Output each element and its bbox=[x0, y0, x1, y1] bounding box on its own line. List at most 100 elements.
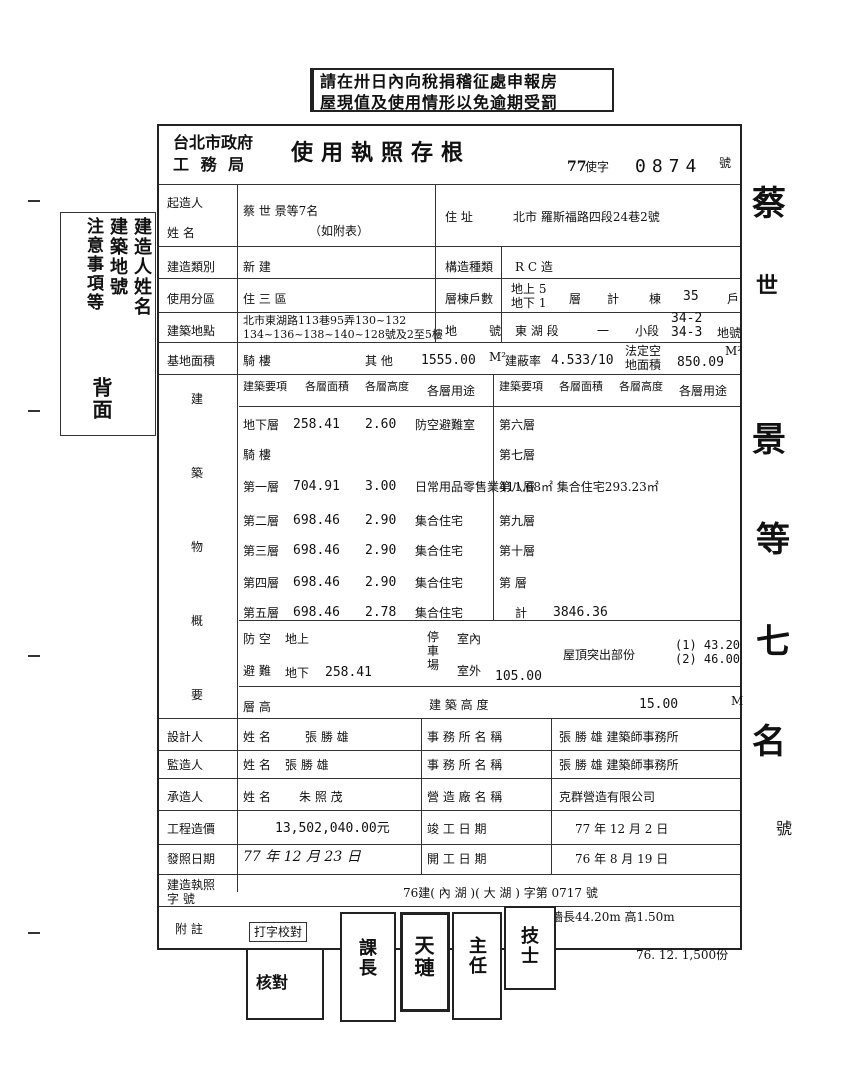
stamp-verify-text: 核對 bbox=[256, 973, 289, 992]
floor-height: 2.90 bbox=[365, 513, 397, 528]
defense-below: 地下 bbox=[285, 666, 310, 680]
designer-name: 張 勝 雄 bbox=[305, 730, 349, 744]
summary-label-4: 概 bbox=[191, 614, 204, 628]
floor-area: 698.46 bbox=[293, 543, 340, 558]
owner-name: 蔡 世 景等7名 bbox=[243, 204, 319, 218]
floors-label: 層棟戶數 bbox=[445, 292, 494, 306]
parking-outdoor-value: 105.00 bbox=[495, 669, 542, 684]
building-height-unit: M bbox=[731, 694, 744, 708]
site-label: 建築地點 bbox=[167, 324, 216, 338]
lot-2: 34-3 bbox=[671, 325, 703, 340]
margin-tick bbox=[28, 932, 40, 934]
floor-area: 698.46 bbox=[293, 605, 340, 620]
households-count: 35 bbox=[683, 289, 699, 304]
floor-name: 第四層 bbox=[243, 576, 280, 590]
floor-height: 2.78 bbox=[365, 605, 397, 620]
lot-1: 34-2 bbox=[671, 311, 703, 326]
defense-label-2: 避 難 bbox=[243, 664, 271, 678]
head-area-right: 各層面積 bbox=[559, 380, 603, 393]
margin-char-7: 號 bbox=[776, 819, 793, 838]
arcade-label: 騎 樓 bbox=[243, 354, 271, 368]
roof-value-1: (1) 43.20 bbox=[675, 638, 741, 652]
completion-label: 竣 工 日 期 bbox=[427, 822, 487, 836]
floor-area: 698.46 bbox=[293, 513, 340, 528]
summary-label-5: 要 bbox=[191, 688, 204, 702]
lot-hao: 地號 bbox=[717, 326, 742, 340]
defense-above: 地上 bbox=[285, 632, 310, 646]
floor-area: 258.41 bbox=[293, 417, 340, 432]
margin-char-5: 七 bbox=[756, 622, 790, 662]
floor-right-10: 第十層 bbox=[499, 544, 536, 558]
wall-note: 圍牆長44.20m 高1.50m bbox=[539, 910, 675, 924]
summary-label-1: 建 bbox=[191, 392, 204, 406]
other-unit: M² bbox=[489, 350, 507, 364]
floor-use: 日常用品零售業411.68㎡ 集合住宅293.23㎡ bbox=[415, 480, 659, 494]
proofread-box: 打字校對 bbox=[249, 922, 308, 942]
build-type-label: 建造類別 bbox=[167, 260, 216, 274]
supervisor-office: 張 勝 雄 建築師事務所 bbox=[559, 758, 679, 772]
owner-attached: （如附表） bbox=[309, 224, 370, 238]
other-value: 1555.00 bbox=[421, 353, 476, 368]
notice-line-2: 屋現值及使用情形以免逾期受罰 bbox=[320, 93, 559, 112]
structure-label: 構造種類 bbox=[445, 260, 494, 274]
start-label: 開 工 日 期 bbox=[427, 852, 487, 866]
stamp-name: 天璉 bbox=[400, 912, 450, 1012]
legal-space-value: 850.09 bbox=[677, 355, 724, 370]
supervisor-name: 張 勝 雄 bbox=[285, 758, 329, 772]
stamp-chief: 課長 bbox=[340, 912, 396, 1022]
floor-name: 第二層 bbox=[243, 514, 280, 528]
remarks-label: 附 註 bbox=[175, 922, 203, 936]
address-label: 住 址 bbox=[445, 210, 473, 224]
total-area: 3846.36 bbox=[553, 605, 608, 620]
head-item-right: 建築要項 bbox=[499, 380, 543, 393]
head-use-right: 各層用途 bbox=[679, 384, 728, 398]
floor-height: 2.60 bbox=[365, 417, 397, 432]
floor-right-9: 第九層 bbox=[499, 514, 536, 528]
head-height-left: 各層高度 bbox=[365, 380, 409, 393]
site-section: 東 湖 段 bbox=[515, 324, 559, 338]
floor-use: 集合住宅 bbox=[415, 514, 464, 528]
address-value: 北市 羅斯福路四段24巷2號 bbox=[513, 210, 660, 224]
base-area-label: 基地面積 bbox=[167, 354, 216, 368]
summary-label-3: 物 bbox=[191, 540, 204, 554]
cost-label: 工程造價 bbox=[167, 822, 216, 836]
org-line-2: 工 務 局 bbox=[173, 155, 248, 174]
site-address-1: 北市東湖路113巷95弄130~132 bbox=[243, 314, 407, 327]
contractor-firm-label: 營 造 廠 名 稱 bbox=[427, 790, 503, 804]
parking-3: 場 bbox=[427, 658, 440, 672]
margin-char-2: 世 bbox=[756, 273, 779, 299]
stamp-director-text: 主任 bbox=[466, 936, 487, 976]
designer-name-label: 姓 名 bbox=[243, 730, 271, 744]
stamp-director: 主任 bbox=[452, 912, 502, 1020]
contractor-name: 朱 照 茂 bbox=[299, 790, 343, 804]
stamp-name-text: 天璉 bbox=[411, 935, 435, 979]
floor-use: 集合住宅 bbox=[415, 544, 464, 558]
parking-1: 停 bbox=[427, 630, 440, 644]
building-height-value: 15.00 bbox=[639, 697, 679, 712]
floor-use: 防空避難室 bbox=[415, 418, 476, 432]
floor-use: 集合住宅 bbox=[415, 606, 464, 620]
designer-office-label: 事 務 所 名 稱 bbox=[427, 730, 503, 744]
permit-value: 76建( 內 湖 )( 大 湖 ) 字第 0717 號 bbox=[403, 886, 598, 900]
floors-qi: 計 bbox=[607, 292, 620, 306]
notice-box: 請在卅日內向稅捐稽征處申報房 屋現值及使用情形以免逾期受罰 bbox=[310, 68, 614, 112]
issue-label: 發照日期 bbox=[167, 852, 216, 866]
floor-name: 第五層 bbox=[243, 606, 280, 620]
permit-word: 使字 bbox=[585, 160, 610, 174]
margin-tick bbox=[28, 410, 40, 412]
floor-name: 騎 樓 bbox=[243, 448, 271, 462]
designer-role: 設計人 bbox=[167, 730, 204, 744]
build-type-value: 新 建 bbox=[243, 260, 271, 274]
parking-indoor: 室內 bbox=[457, 632, 482, 646]
legal-space-label-2: 地面積 bbox=[625, 358, 662, 372]
defense-label-1: 防 空 bbox=[243, 632, 271, 646]
notice-line-1: 請在卅日內向稅捐稽征處申報房 bbox=[320, 72, 559, 91]
permit-label-2: 字 號 bbox=[167, 892, 195, 906]
contractor-name-label: 姓 名 bbox=[243, 790, 271, 804]
parking-2: 車 bbox=[427, 644, 440, 658]
side-note-col-3: 注意事項等 bbox=[83, 217, 103, 312]
other-label: 其 他 bbox=[365, 354, 393, 368]
defense-below-value: 258.41 bbox=[325, 665, 372, 680]
head-use-left: 各層用途 bbox=[427, 384, 476, 398]
floors-below: 地下 1 bbox=[511, 296, 547, 310]
